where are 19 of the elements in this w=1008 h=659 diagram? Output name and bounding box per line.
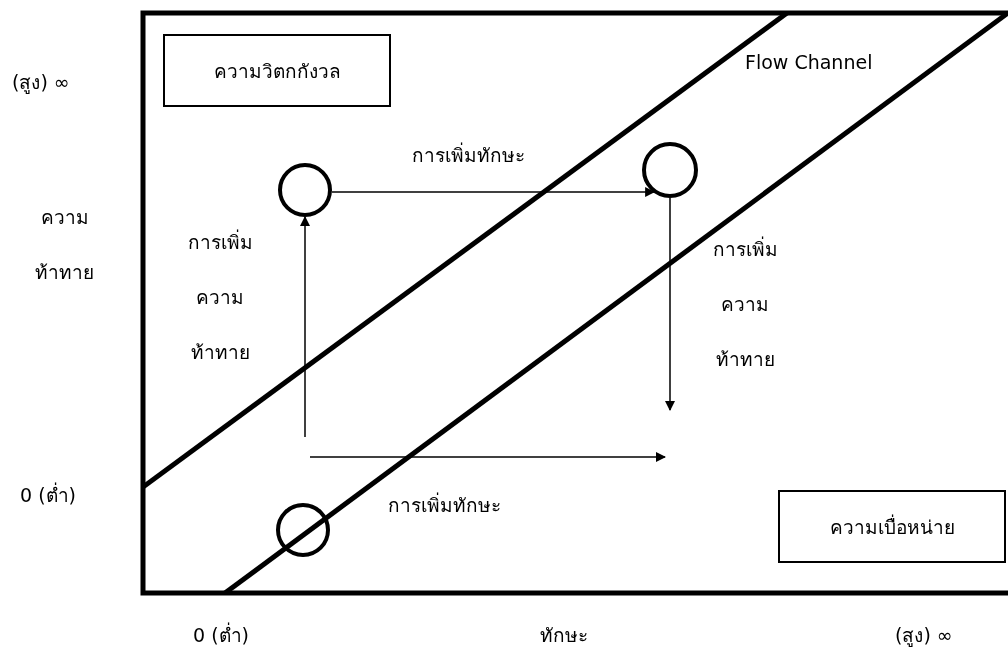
axis-title: ความท้าทาย (34, 205, 95, 285)
axis-label: 0 (ต่ำ) (20, 483, 76, 507)
state-circle (642, 142, 698, 198)
arrow-label: การเพิ่มทักษะ (388, 493, 501, 517)
region-label: Flow Channel (745, 50, 873, 74)
axis-label: (สูง) ∞ (895, 623, 953, 647)
arrow (331, 187, 656, 197)
state-box: ความเบื่อหน่าย (778, 490, 1006, 563)
edge-label: การเพิ่มความท้าทาย (186, 228, 254, 365)
state-circle (278, 163, 332, 217)
arrow (665, 197, 675, 411)
axis-title: ทักษะ (540, 623, 588, 647)
edge-label: การเพิ่มความท้าทาย (711, 235, 779, 372)
state-circle (276, 503, 330, 557)
state-box: ความวิตกกังวล (163, 34, 391, 107)
arrow (300, 216, 310, 438)
axis-label: (สูง) ∞ (12, 70, 70, 94)
axis-label: 0 (ต่ำ) (193, 623, 249, 647)
edge-label: การเพิ่มทักษะ (410, 143, 526, 167)
